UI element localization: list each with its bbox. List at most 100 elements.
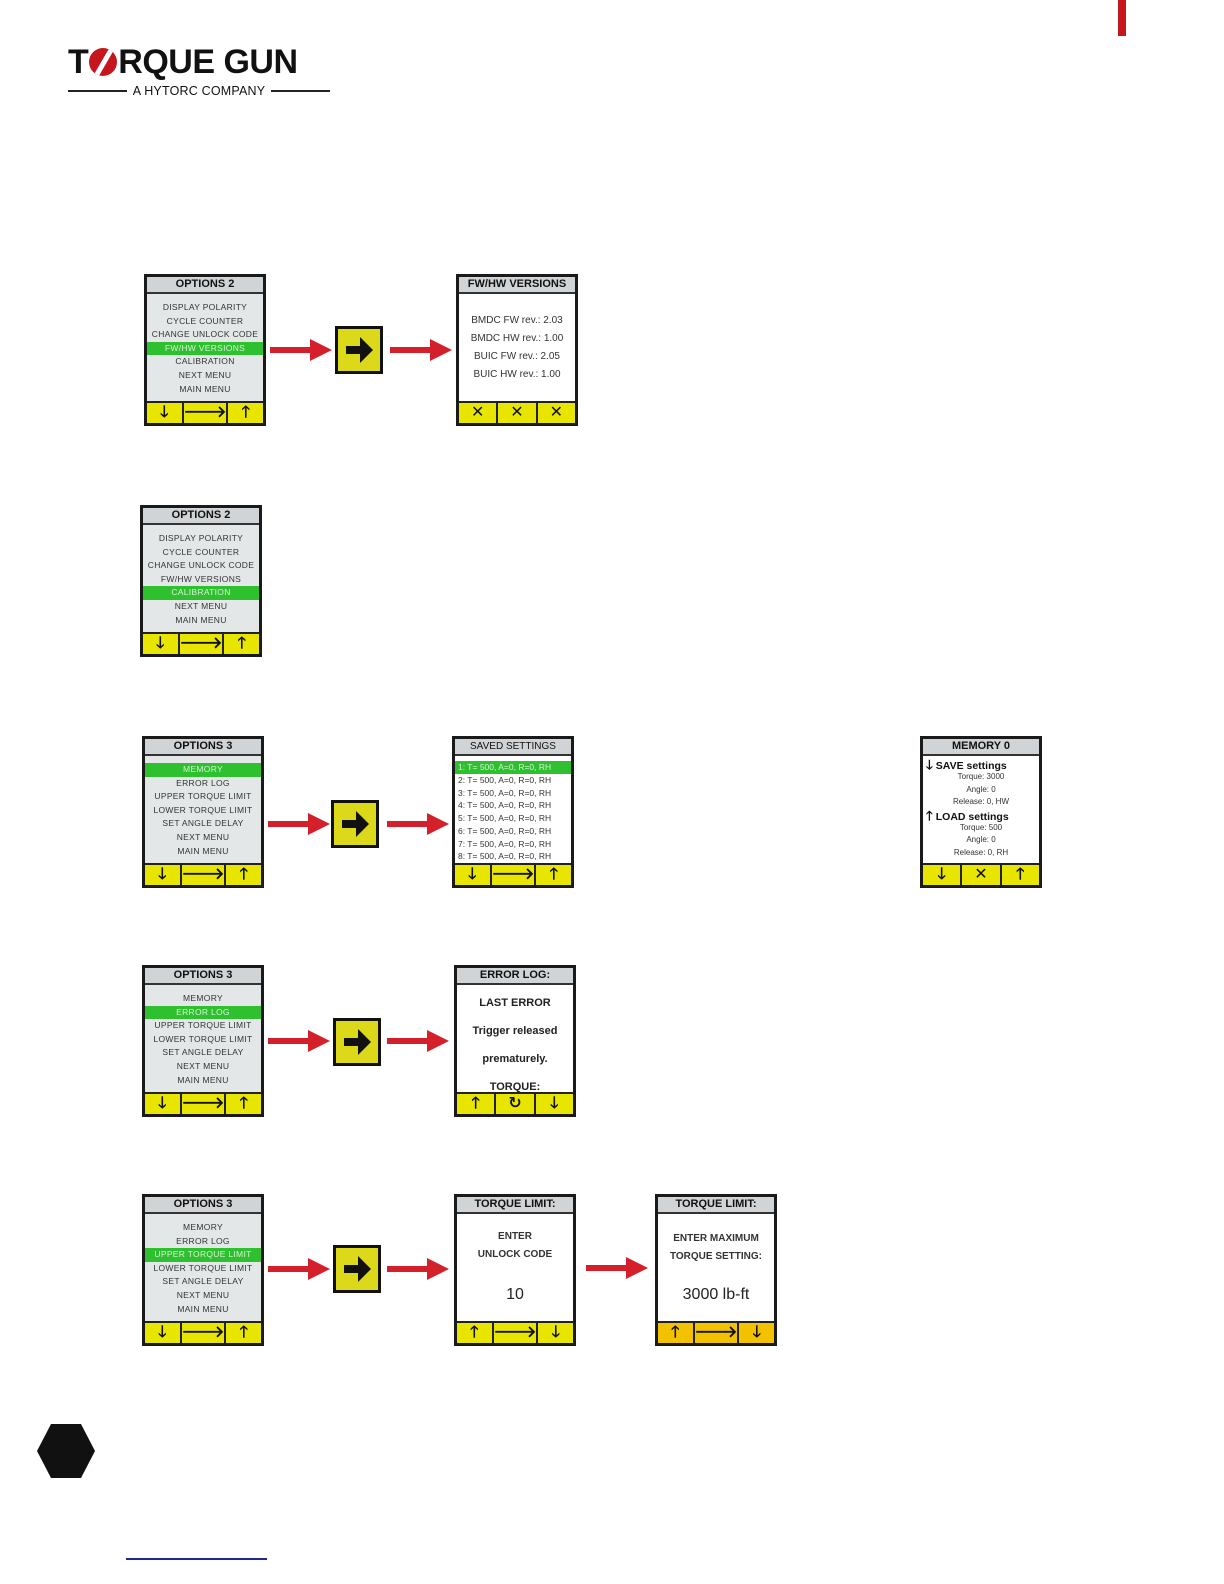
menu-item[interactable]: NEXT MENU	[174, 600, 228, 611]
right-arrow-key[interactable]: 🡒	[181, 403, 227, 423]
prompt-line: TORQUE SETTING:	[669, 1251, 763, 1262]
up-arrow-key[interactable]: 🡑	[999, 865, 1039, 885]
menu-item[interactable]: MEMORY	[183, 993, 223, 1003]
menu-item[interactable]: NEXT MENU	[176, 1289, 230, 1300]
right-arrow-key[interactable]: 🡒	[489, 865, 535, 885]
menu-item[interactable]: CHANGE UNLOCK CODE	[151, 329, 259, 340]
down-arrow-key[interactable]: 🡓	[737, 1323, 774, 1343]
max-torque-prompt: ENTER MAXIMUM TORQUE SETTING: 3000 lb-ft	[658, 1214, 774, 1321]
saved-setting-row[interactable]: 7: T= 500, A=0, R=0, RH	[458, 838, 552, 849]
memory-line: Angle: 0	[966, 784, 996, 794]
close-key[interactable]: ✕	[496, 403, 535, 423]
up-arrow-key[interactable]: 🡑	[470, 1324, 479, 1341]
softkey-bar: 🡑 🡒 🡓	[658, 1321, 774, 1343]
up-arrow-key[interactable]: 🡑	[224, 865, 261, 885]
softkey-bar: 🡓 🡒 🡑	[147, 401, 263, 423]
menu-item[interactable]: LOWER TORQUE LIMIT	[153, 1262, 253, 1273]
menu-item[interactable]: MEMORY	[145, 763, 261, 777]
right-arrow-key[interactable]: 🡒	[179, 865, 225, 885]
softkey-bar: 🡓 🡒 🡑	[145, 1321, 261, 1343]
menu-item[interactable]: NEXT MENU	[176, 831, 230, 842]
softkey-bar: 🡓 🡒 🡑	[145, 863, 261, 885]
menu-item[interactable]: MAIN MENU	[175, 614, 227, 625]
menu-item[interactable]: UPPER TORQUE LIMIT	[154, 791, 252, 802]
saved-setting-row[interactable]: 6: T= 500, A=0, R=0, RH	[458, 825, 552, 836]
down-arrow-key[interactable]: 🡓	[158, 1324, 167, 1341]
max-torque-value[interactable]: 3000 lb-ft	[682, 1286, 750, 1303]
menu-item[interactable]: CALIBRATION	[175, 356, 235, 367]
close-key[interactable]: ✕	[470, 404, 485, 421]
up-arrow-key[interactable]: 🡑	[534, 865, 571, 885]
saved-setting-row[interactable]: 5: T= 500, A=0, R=0, RH	[458, 813, 552, 823]
right-arrow-key[interactable]: 🡒	[179, 1094, 225, 1114]
menu-item[interactable]: MAIN MENU	[179, 383, 231, 394]
up-arrow-key[interactable]: 🡑	[671, 1324, 680, 1341]
saved-setting-row[interactable]: 3: T= 500, A=0, R=0, RH	[458, 787, 552, 798]
up-arrow-key[interactable]: 🡑	[224, 1094, 261, 1114]
up-arrow-key[interactable]: 🡑	[471, 1095, 480, 1112]
menu-item[interactable]: CALIBRATION	[143, 586, 259, 600]
menu-item[interactable]: FW/HW VERSIONS	[147, 341, 263, 356]
menu-item[interactable]: UPPER TORQUE LIMIT	[154, 1020, 252, 1031]
right-arrow-key[interactable]: 🡒	[179, 1323, 225, 1343]
saved-setting-row[interactable]: 2: T= 500, A=0, R=0, RH	[458, 774, 552, 785]
error-line: LAST ERROR	[479, 997, 551, 1009]
down-arrow-key[interactable]: 🡓	[468, 866, 477, 883]
saved-setting-row[interactable]: 1: T= 500, A=0, R=0, RH	[455, 761, 571, 774]
menu-item[interactable]: SET ANGLE DELAY	[162, 1276, 244, 1287]
menu-item[interactable]: CHANGE UNLOCK CODE	[147, 560, 255, 571]
menu-item[interactable]: ERROR LOG	[176, 1235, 230, 1246]
up-arrow-key[interactable]: 🡑	[224, 1323, 261, 1343]
logo-letter-t: T	[68, 43, 89, 81]
menu-item[interactable]: CYCLE COUNTER	[162, 546, 240, 557]
screen-title: ERROR LOG:	[457, 968, 573, 985]
unlock-code-value[interactable]: 10	[506, 1286, 524, 1303]
menu-item[interactable]: LOWER TORQUE LIMIT	[153, 804, 253, 815]
menu-item[interactable]: MAIN MENU	[177, 845, 229, 856]
menu-item[interactable]: SET ANGLE DELAY	[162, 818, 244, 829]
up-arrow-key[interactable]: 🡑	[222, 634, 259, 654]
down-arrow-key[interactable]: 🡓	[937, 866, 946, 883]
menu-item[interactable]: SET ANGLE DELAY	[162, 1047, 244, 1058]
menu-item[interactable]: DISPLAY POLARITY	[162, 302, 248, 312]
close-key[interactable]: ✕	[960, 865, 999, 885]
menu-item[interactable]: NEXT MENU	[176, 1060, 230, 1071]
right-arrow-key[interactable]: 🡒	[177, 634, 223, 654]
menu-item[interactable]: CYCLE COUNTER	[166, 315, 244, 326]
cycle-icon-key[interactable]: ↻	[494, 1094, 533, 1114]
logo-o-mark	[89, 48, 118, 76]
right-arrow-key[interactable]: 🡒	[491, 1323, 537, 1343]
version-line: BUIC FW rev.: 2.05	[474, 351, 560, 362]
right-arrow-key[interactable]: 🡒	[692, 1323, 738, 1343]
menu-item[interactable]: ERROR LOG	[176, 777, 230, 788]
up-arrow-key[interactable]: 🡑	[226, 403, 263, 423]
down-arrow-key[interactable]: 🡓	[158, 866, 167, 883]
error-details: LAST ERROR Trigger released prematurely.…	[457, 985, 573, 1092]
down-arrow-key[interactable]: 🡓	[156, 635, 165, 652]
down-arrow-key[interactable]: 🡓	[536, 1323, 573, 1343]
menu-item[interactable]: DISPLAY POLARITY	[158, 533, 244, 543]
saved-setting-row[interactable]: 8: T= 500, A=0, R=0, RH	[458, 851, 552, 862]
menu-item[interactable]: UPPER TORQUE LIMIT	[145, 1248, 261, 1262]
menu-item[interactable]: LOWER TORQUE LIMIT	[153, 1033, 253, 1044]
error-line: prematurely.	[482, 1053, 548, 1065]
menu-item[interactable]: ERROR LOG	[145, 1005, 261, 1020]
down-arrow-key[interactable]: 🡓	[160, 404, 169, 421]
menu-item[interactable]: FW/HW VERSIONS	[160, 573, 242, 584]
up-arrow-icon: 🡑	[926, 807, 933, 823]
menu-item[interactable]: MEMORY	[183, 1222, 223, 1232]
saved-setting-row[interactable]: 4: T= 500, A=0, R=0, RH	[458, 800, 552, 811]
down-arrow-key[interactable]: 🡓	[158, 1095, 167, 1112]
menu-item[interactable]: MAIN MENU	[177, 1303, 229, 1314]
menu-item[interactable]: NEXT MENU	[178, 369, 232, 380]
error-line: TORQUE:	[489, 1081, 541, 1092]
down-arrow-key[interactable]: 🡓	[533, 1094, 573, 1114]
torque-limit-unlock-screen: TORQUE LIMIT: ENTER UNLOCK CODE 10 🡑 🡒 🡓	[454, 1194, 576, 1346]
close-key[interactable]: ✕	[535, 403, 575, 423]
menu-item[interactable]: MAIN MENU	[177, 1074, 229, 1085]
screen-title: OPTIONS 3	[145, 1197, 261, 1214]
softkey-bar: 🡓 🡒 🡑	[145, 1092, 261, 1114]
